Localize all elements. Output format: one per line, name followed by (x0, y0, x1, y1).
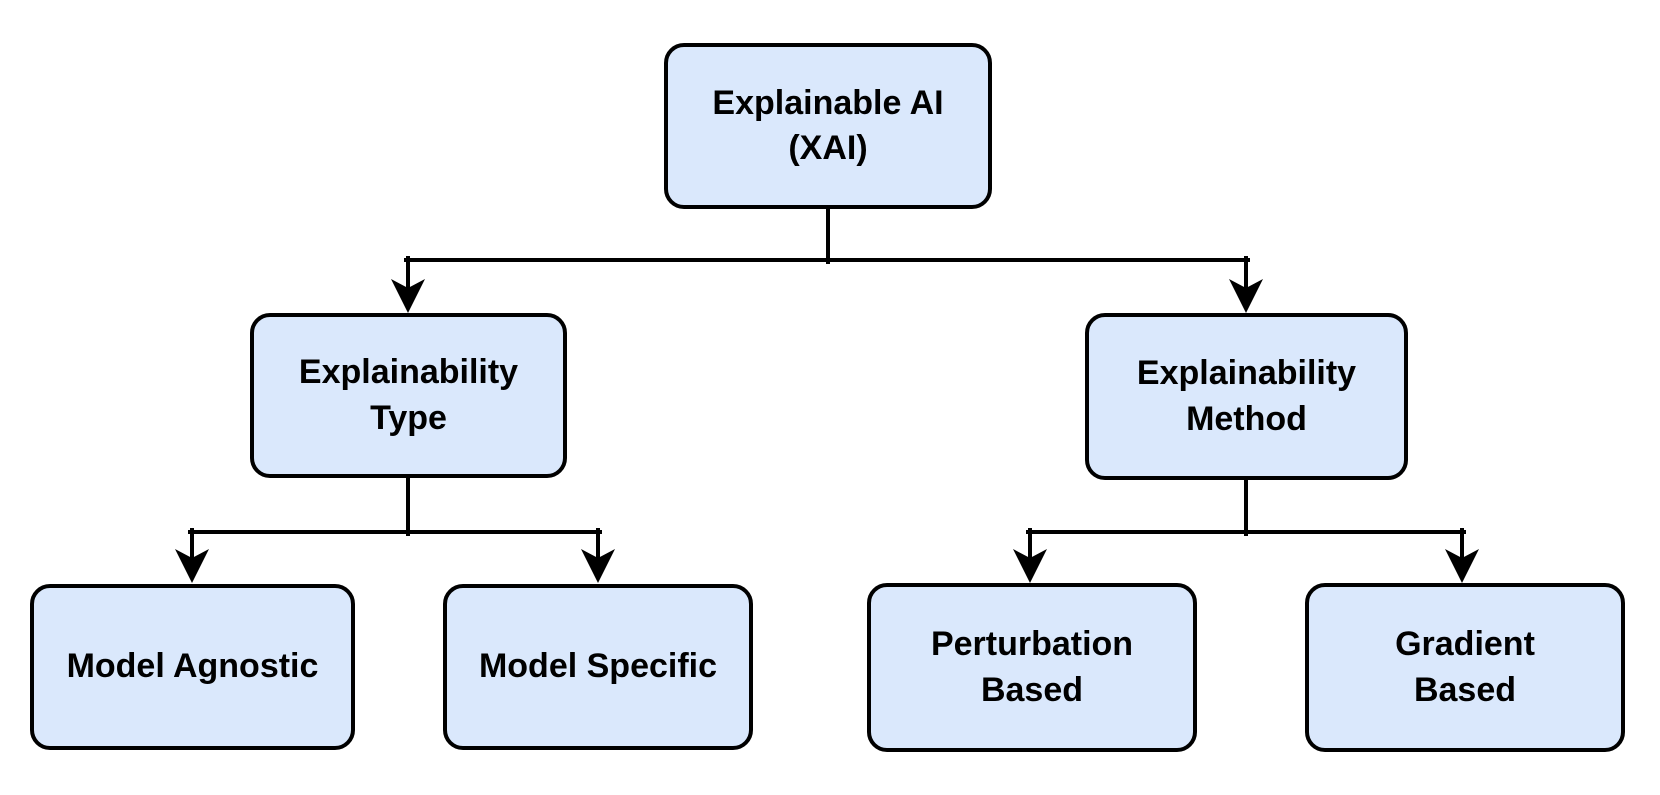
node-label: Explainable AI (XAI) (712, 83, 944, 167)
arrowhead-to-model-specific (581, 549, 615, 583)
node-label: Explainability Type (298, 353, 519, 437)
node-label: Explainability Method (1136, 354, 1357, 438)
node-label: Gradient Based (1395, 625, 1535, 709)
arrowhead-to-perturbation (1013, 549, 1047, 583)
node-label: Perturbation Based (930, 625, 1134, 709)
arrowhead-to-type (391, 279, 425, 313)
node-model-agnostic: Model Agnostic (30, 584, 355, 750)
connector-method-children (1026, 478, 1466, 560)
node-perturbation-based: Perturbation Based (867, 583, 1197, 752)
arrowhead-to-gradient (1445, 549, 1479, 583)
arrowhead-to-model-agnostic (175, 549, 209, 583)
connector-root-children (404, 207, 1250, 290)
node-explainability-type: Explainability Type (250, 313, 567, 478)
node-explainable-ai: Explainable AI (XAI) (664, 43, 992, 209)
node-label: Model Specific (478, 647, 718, 686)
connector-type-children (188, 476, 602, 560)
node-gradient-based: Gradient Based (1305, 583, 1625, 752)
node-explainability-method: Explainability Method (1085, 313, 1408, 480)
node-model-specific: Model Specific (443, 584, 753, 750)
arrowhead-to-method (1229, 279, 1263, 313)
node-label: Model Agnostic (66, 647, 319, 686)
